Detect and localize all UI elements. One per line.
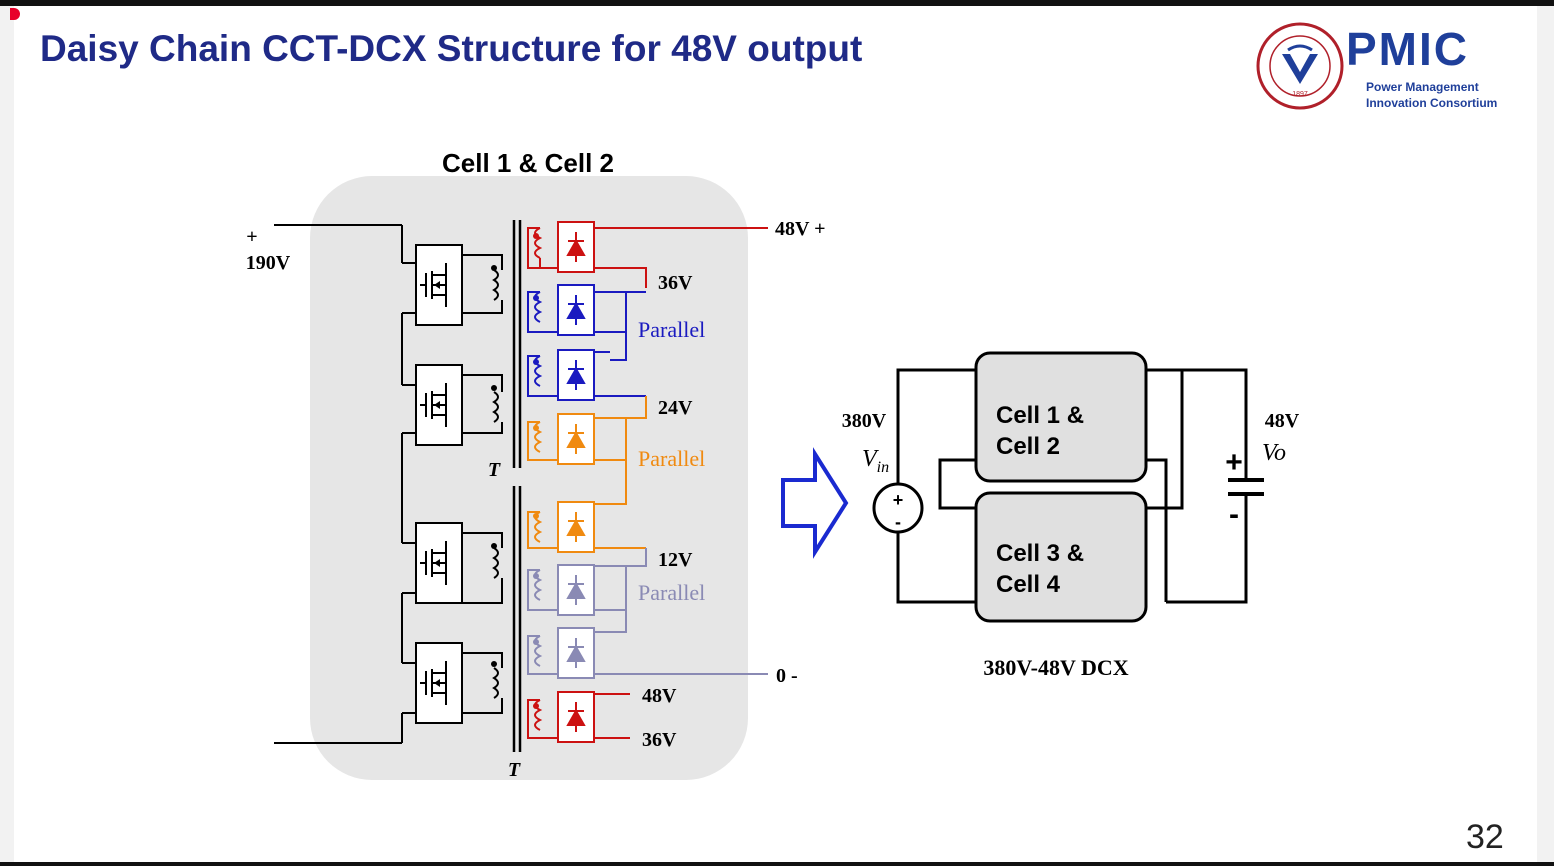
output-positive-label: 48V +	[775, 218, 825, 240]
zju-seal-icon: 1897	[1256, 22, 1344, 110]
cell-panel-background	[310, 176, 748, 780]
secondary-red-top	[527, 221, 768, 288]
transformer-core-1	[512, 220, 522, 468]
transformer-label-1: T	[488, 459, 501, 481]
transformer-label-2: T	[508, 759, 521, 781]
laser-pointer-icon	[10, 8, 20, 20]
block-cell-1-2	[974, 351, 1148, 483]
block-top-line2: Cell 2	[996, 433, 1060, 460]
block-bottom-line2: Cell 4	[996, 571, 1061, 598]
cap-plus-label: +	[1225, 446, 1243, 479]
parallel-orange-label: Parallel	[638, 446, 705, 471]
secondary-gray-pair	[527, 548, 768, 679]
left-margin-strip	[0, 6, 14, 862]
right-margin-strip	[1537, 6, 1554, 862]
vin-symbol-label: Vin	[862, 446, 889, 476]
mosfet-switch-1	[415, 244, 463, 326]
tap-24v-label: 24V	[658, 397, 693, 419]
page-number: 32	[1466, 818, 1504, 856]
block-cell-3-4	[974, 491, 1148, 623]
secondary-orange-pair	[527, 396, 647, 553]
cap-minus-label: -	[1229, 498, 1239, 531]
parallel-gray-label: Parallel	[638, 580, 705, 605]
parallel-blue-label: Parallel	[638, 317, 705, 342]
logo-subtitle-1: Power Management	[1366, 80, 1479, 94]
mosfet-switch-2	[415, 364, 463, 446]
cell-panel-heading: Cell 1 & Cell 2	[442, 148, 614, 178]
output-negative-label: 0 -	[776, 665, 798, 687]
seal-year: 1897	[1292, 91, 1308, 98]
bottom-48v-label: 48V	[642, 685, 677, 707]
mosfet-switch-4	[415, 642, 463, 724]
slide-title: Daisy Chain CCT-DCX Structure for 48V ou…	[40, 28, 863, 69]
mosfet-switch-3	[415, 522, 463, 604]
output-capacitor-icon	[1228, 478, 1264, 496]
vin-value-label: 380V	[842, 410, 887, 432]
source-plus-label: +	[893, 490, 904, 510]
tap-12v-label: 12V	[658, 549, 693, 571]
source-minus-label: -	[895, 512, 901, 532]
vo-symbol-label: Vo	[1262, 440, 1286, 466]
top-bar	[0, 0, 1554, 6]
vo-value-label: 48V	[1265, 410, 1300, 432]
bottom-bar	[0, 862, 1554, 866]
block-bottom-line1: Cell 3 &	[996, 540, 1084, 567]
input-voltage-label: 190V	[246, 252, 291, 274]
logo-subtitle-2: Innovation Consortium	[1366, 96, 1498, 110]
pmic-logo: 1897 PMIC Power Management Innovation Co…	[1254, 20, 1514, 112]
tap-36v-label: 36V	[658, 272, 693, 294]
dcx-wiring	[896, 368, 1248, 604]
bottom-36v-label: 36V	[642, 729, 677, 751]
arrow-right-icon	[781, 447, 849, 559]
input-plus-label: +	[246, 226, 257, 248]
logo-brand: PMIC	[1346, 23, 1469, 75]
transformer-core-2	[512, 486, 522, 752]
dcx-caption: 380V-48V DCX	[983, 655, 1128, 680]
voltage-source-icon	[872, 482, 924, 534]
block-top-line1: Cell 1 &	[996, 402, 1084, 429]
